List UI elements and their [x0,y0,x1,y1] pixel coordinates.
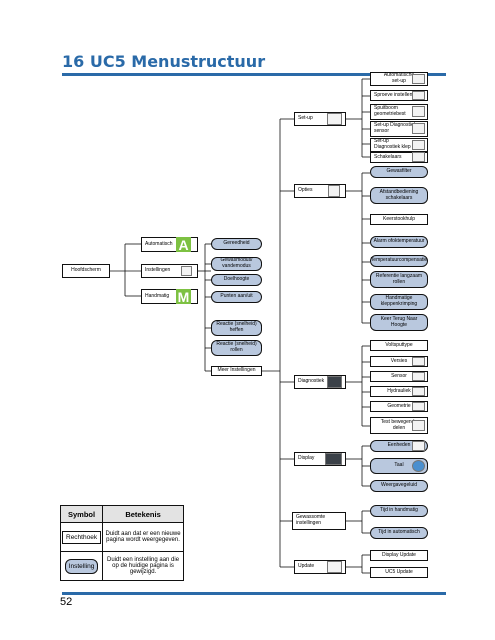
node-geometrie[interactable]: Geometrie [370,401,428,412]
node-hydrauliek[interactable]: Hydrauliek [370,386,428,397]
options-icon [328,185,340,197]
node-label: Spuitboom geometriebest [374,105,406,117]
node-label: Sensor [391,372,407,379]
footer-rule [62,592,446,595]
node-label: Automatische set-up [383,72,415,84]
node-afstandbediening[interactable]: Afstandbediening schakelaars [370,187,428,204]
node-meer-instellingen[interactable]: Meer Instellingen [211,366,262,376]
sprayer-icon [412,91,425,100]
legend-table: Symbol Betekenis Rechthoek Duidt aan dat… [59,505,184,581]
versions-icon [412,357,425,366]
node-sproeve[interactable]: Sproeve instellen [370,90,428,101]
node-tijd-handmatig[interactable]: Tijd in handmatig [370,505,428,517]
node-label: Versies [390,357,408,364]
valve-icon [412,140,425,150]
title-rule [62,73,446,76]
legend-meaning-rect: Duidt aan dat er een nieuwe pagina wordt… [102,522,184,552]
node-referentie[interactable]: Referentie langzaam rollen [370,271,428,288]
node-voltsputtype[interactable]: Voltsputtype [370,340,428,351]
node-label: Diagnostiek [298,378,325,385]
auto-setup-icon [412,74,425,84]
node-temperatuur[interactable]: Temperatuurcompensatie [370,255,428,267]
node-reactie-heffen[interactable]: Reactie (snelheid) heffen [211,320,262,336]
legend-symbol-pill: Instelling [64,558,99,574]
node-label: Instellingen [145,267,171,274]
node-gewassomte[interactable]: Gewassomte instellingen [292,512,346,530]
globe-icon [412,460,425,472]
test-icon [412,420,425,431]
node-label: Automatisch [145,240,173,247]
node-handmatige-klep[interactable]: Handmatige kleppenkrimping [370,294,428,310]
node-hoofdscherm[interactable]: Hoofdscherm [62,264,110,278]
node-schakelaars[interactable]: Schakelaars [370,152,428,163]
legend-header-symbol: Symbol [59,505,104,523]
node-label: Opties [298,187,313,194]
setup-icon [327,113,342,125]
page-number: 52 [60,596,73,608]
settings-icon [181,266,192,276]
manual-m-icon: M [176,288,191,305]
node-label: Schakelaars [374,153,402,160]
node-gereedheid[interactable]: Gereedheid [211,238,262,250]
node-label: Set-up Diagnostiek klep [374,138,411,150]
automatic-a-icon: A [176,237,191,253]
node-punten[interactable]: Punten aan/uit [211,291,262,303]
switch-icon [412,152,425,162]
sensor-diag-icon [412,372,425,381]
node-reactie-rollen[interactable]: Reactie (snelheid) rollen [211,340,262,356]
geometry-icon [412,402,425,411]
node-label: Geometrie [387,402,411,409]
sensor-icon [412,123,425,134]
node-gewasfilter[interactable]: Gewasfilter [370,166,428,178]
legend-symbol-rect: Rechthoek [62,530,102,544]
node-label: Hydrauliek [387,387,411,394]
node-versies[interactable]: Versies [370,356,428,367]
node-keer-terug[interactable]: Keer Terug Naar Hoogte [370,314,428,331]
page-title: 16 UC5 Menustructuur [62,52,266,71]
node-sensor[interactable]: Sensor [370,371,428,382]
node-gewasmodus[interactable]: Gewasmodus/ vandemodus [211,257,262,271]
legend-header-meaning: Betekenis [102,505,184,523]
update-icon [327,561,342,573]
node-doelhoogte[interactable]: Doelhoogte [211,274,262,286]
node-keerstookhulp[interactable]: Keerstookhulp [370,214,428,225]
node-alarm[interactable]: Alarm ofoktemperatuur [370,236,428,248]
hydraulics-icon [412,387,425,396]
node-display-update[interactable]: Display Update [370,550,428,561]
node-uc5-update[interactable]: UC5 Update [370,567,428,578]
node-label: Test bewegende delen [380,418,418,431]
display-icon [325,453,342,465]
diagnostics-icon [327,376,342,388]
node-label: Sproeve instellen [374,91,413,98]
node-tijd-automatisch[interactable]: Tijd in automatisch [370,527,428,539]
node-label: Gewassomte instellingen [296,514,326,526]
node-label: Handmatig [145,292,170,299]
node-weergavegeluid[interactable]: Weergavegeluid [370,480,428,492]
node-label: Display [298,455,315,462]
boom-icon [412,106,425,117]
legend-meaning-pill: Duidt een instelling aan die op de huidi… [102,551,184,581]
node-label: Update [298,563,315,570]
node-label: Set-up Diagnostiek sensor [374,122,417,134]
node-label: Set-up [298,115,313,122]
units-icon [412,441,425,451]
